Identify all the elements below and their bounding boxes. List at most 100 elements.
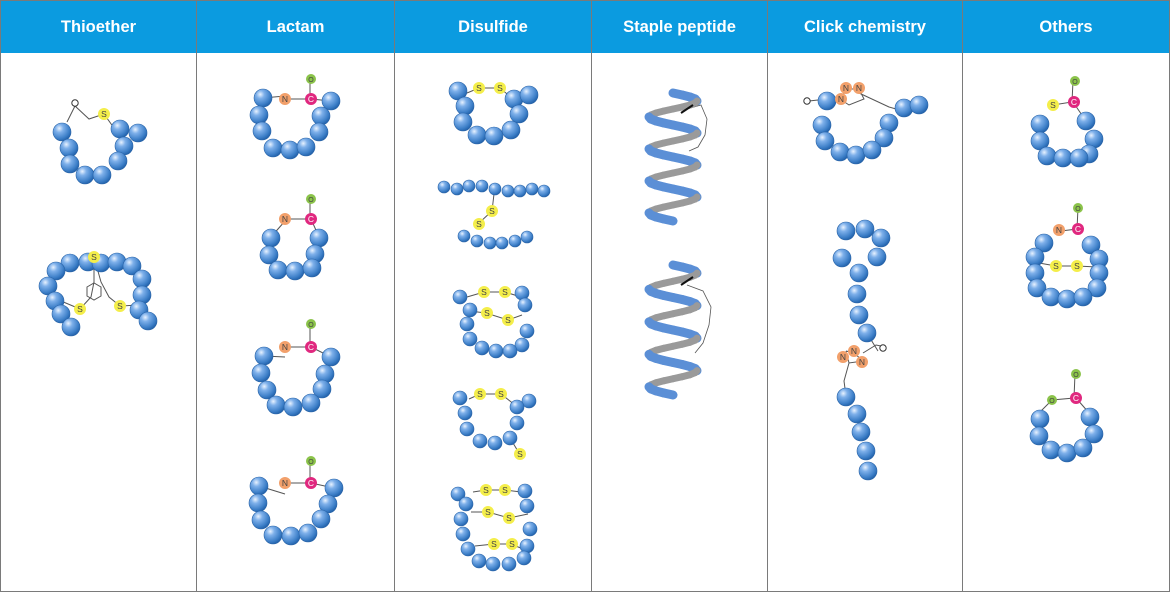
nitrogen-atom xyxy=(279,341,291,353)
amino-acid-bead xyxy=(817,91,837,111)
bond-line xyxy=(686,104,708,152)
sulfur-label: S xyxy=(509,539,515,549)
amino-acid-bead xyxy=(1034,233,1054,253)
sulfur-label: S xyxy=(506,513,512,523)
amino-acid-bead xyxy=(453,511,469,527)
amino-acid-bead xyxy=(259,245,279,265)
amino-acid-bead xyxy=(812,115,832,135)
amino-acid-bead xyxy=(856,441,876,461)
carbon-atom xyxy=(1070,392,1082,404)
amino-acid-bead xyxy=(1057,289,1077,309)
amino-acid-bead xyxy=(522,521,538,537)
amino-acid-bead xyxy=(254,346,274,366)
sulfur-label: S xyxy=(1050,100,1056,110)
sulfur-atom xyxy=(88,251,100,263)
oxygen-atom xyxy=(1073,203,1083,213)
amino-acid-bead xyxy=(1041,440,1061,460)
carbon-label: C xyxy=(308,94,314,104)
amino-acid-bead xyxy=(495,236,509,250)
amino-acid-bead xyxy=(457,405,473,421)
oxygen-atom xyxy=(306,74,316,84)
amino-acid-bead xyxy=(472,433,488,449)
amino-acid-bead xyxy=(75,165,95,185)
nitrogen-atom xyxy=(1053,224,1065,236)
amino-acid-bead xyxy=(501,120,521,140)
amino-acid-bead xyxy=(263,138,283,158)
sulfur-label: S xyxy=(483,485,489,495)
bond-line xyxy=(1037,373,1076,415)
amino-acid-bead xyxy=(836,387,856,407)
amino-acid-bead xyxy=(1073,287,1093,307)
amino-acid-bead xyxy=(452,390,468,406)
amino-acid-bead xyxy=(252,121,272,141)
sulfur-atom xyxy=(480,484,492,496)
oxygen-label: O xyxy=(1072,79,1078,86)
amino-acid-bead xyxy=(487,435,503,451)
amino-acid-bead xyxy=(514,337,530,353)
amino-acid-bead xyxy=(1073,438,1093,458)
sulfur-label: S xyxy=(476,219,482,229)
carbon-label: C xyxy=(308,478,314,488)
amino-acid-bead xyxy=(261,228,281,248)
oxygen-atom xyxy=(306,456,316,466)
amino-acid-bead xyxy=(855,219,875,239)
sulfur-atom xyxy=(506,538,518,550)
amino-acid-bead xyxy=(857,323,877,343)
amino-acid-bead xyxy=(309,122,329,142)
nitrogen-label: N xyxy=(282,342,288,352)
amino-acid-bead xyxy=(1057,443,1077,463)
bond-line xyxy=(466,87,514,100)
amino-acid-bead xyxy=(51,304,71,324)
sulfur-atom xyxy=(488,538,500,550)
amino-acid-bead xyxy=(248,493,268,513)
column-header-staple-peptide: Staple peptide xyxy=(623,18,736,36)
amino-acid-bead xyxy=(836,221,856,241)
sulfur-label: S xyxy=(485,507,491,517)
sulfur-label: S xyxy=(491,539,497,549)
sulfur-label: S xyxy=(481,287,487,297)
amino-acid-bead xyxy=(108,151,128,171)
sulfur-atom xyxy=(499,286,511,298)
column-header-lactam: Lactam xyxy=(266,18,325,36)
amino-acid-bead xyxy=(509,104,529,124)
carbon-atom xyxy=(1068,96,1080,108)
column-header-click-chemistry: Click chemistry xyxy=(804,18,926,36)
oxygen-label: O xyxy=(1075,206,1081,213)
sulfur-atom xyxy=(473,82,485,94)
amino-acid-bead xyxy=(60,154,80,174)
amino-acid-bead xyxy=(455,96,475,116)
nitrogen-atom xyxy=(837,351,849,363)
column-divider xyxy=(394,1,395,591)
amino-acid-bead xyxy=(309,228,329,248)
sulfur-label: S xyxy=(489,206,495,216)
amino-acid-bead xyxy=(508,234,522,248)
nitrogen-label: N xyxy=(282,94,288,104)
amino-acid-bead xyxy=(455,526,471,542)
amino-acid-bead xyxy=(128,123,148,143)
header-row: Thioether Lactam Disulfide Staple peptid… xyxy=(1,1,1169,53)
nitrogen-atom xyxy=(279,213,291,225)
amino-acid-bead xyxy=(502,343,518,359)
amino-acid-bead xyxy=(281,526,301,546)
amino-acid-bead xyxy=(321,91,341,111)
amino-acid-bead xyxy=(867,247,887,267)
amino-acid-bead xyxy=(122,256,142,276)
amino-acid-bead xyxy=(280,140,300,160)
sulfur-label: S xyxy=(77,304,83,314)
nitrogen-atom xyxy=(848,345,860,357)
amino-acid-bead xyxy=(519,323,535,339)
amino-acid-bead xyxy=(483,236,497,250)
sulfur-atom xyxy=(499,484,511,496)
amino-acid-bead xyxy=(1030,409,1050,429)
amino-acid-bead xyxy=(519,85,539,105)
bond-line xyxy=(466,291,522,298)
staple-linker xyxy=(680,104,694,114)
amino-acid-bead xyxy=(514,285,530,301)
staple-helix-2-ribbon-segment xyxy=(659,388,678,400)
amino-acid-bead xyxy=(251,510,271,530)
bond-line xyxy=(471,511,529,519)
amino-acid-bead xyxy=(1037,146,1057,166)
amino-acid-bead xyxy=(59,138,79,158)
amino-acid-bead xyxy=(519,498,535,514)
amino-acid-bead xyxy=(849,263,869,283)
